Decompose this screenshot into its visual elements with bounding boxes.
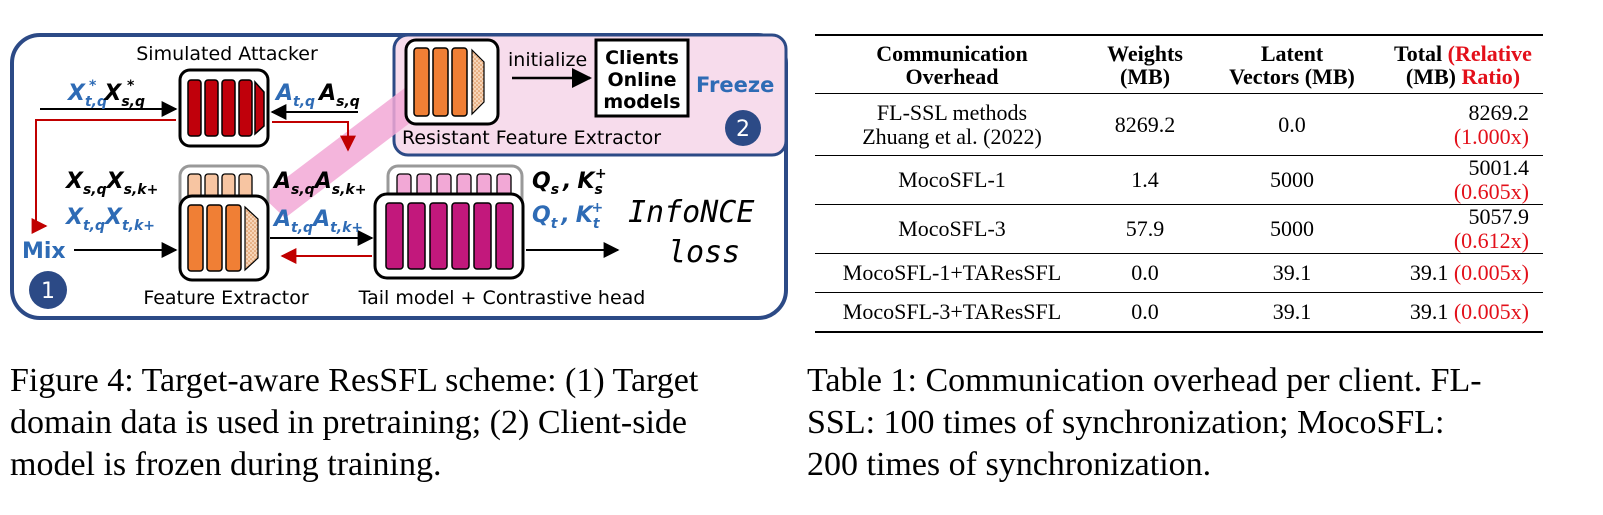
total-cell: 5057.9 (0.612x): [1383, 204, 1543, 254]
x-sq-sk-label: Xs,qXs,k+: [64, 169, 158, 198]
a-tq-tk-label: At,qAt,k+: [272, 207, 363, 236]
caption-line: Table 1: Communication overhead per clie…: [807, 362, 1482, 399]
a-sq-sk-label: As,qAs,k+: [272, 169, 366, 198]
weights-cell: 57.9: [1089, 204, 1201, 254]
clients-line-1: Clients: [605, 47, 679, 69]
q-t-k-label: Qt,Kt+: [532, 200, 603, 232]
method-cell: MocoSFL-3+TAResSFL: [815, 292, 1089, 333]
simulated-attacker-label: Simulated Attacker: [136, 43, 318, 65]
figure-caption: Figure 4: Target-aware ResSFL scheme: (1…: [10, 360, 795, 486]
method-cell: MocoSFL-1+TAResSFL: [815, 253, 1089, 293]
clients-online-box: [594, 38, 690, 118]
x-star-label: Xt,q*Xs,q*: [66, 78, 145, 110]
resistant-extractor-label: Resistant Feature Extractor: [402, 127, 661, 149]
weights-cell: 0.0: [1089, 292, 1201, 333]
table-row: MocoSFL-1+TAResSFL 0.0 39.1 39.1 (0.005x…: [815, 253, 1543, 293]
table-row: MocoSFL-1 1.4 5000 5001.4 (0.605x): [815, 155, 1543, 205]
latent-cell: 39.1: [1201, 292, 1383, 333]
method-cell: MocoSFL-1: [815, 155, 1089, 205]
loss-label: loss: [668, 235, 740, 270]
weights-cell: 1.4: [1089, 155, 1201, 205]
header-total: Total (Relative(MB) Ratio): [1394, 41, 1532, 89]
table-caption: Table 1: Communication overhead per clie…: [807, 360, 1597, 486]
freeze-label: Freeze: [696, 73, 774, 97]
mix-label: Mix: [22, 239, 66, 264]
caption-line: SSL: 100 times of synchronization; MocoS…: [807, 404, 1445, 441]
total-cell: 8269.2 (1.000x): [1383, 93, 1543, 156]
latent-cell: 5000: [1201, 204, 1383, 254]
feature-extractor-model: [178, 164, 270, 282]
total-cell: 5001.4 (0.605x): [1383, 155, 1543, 205]
total-cell: 39.1 (0.005x): [1383, 292, 1543, 333]
attacker-model: [178, 68, 270, 148]
infonce-label: InfoNCE: [628, 195, 754, 230]
total-cell: 39.1 (0.005x): [1383, 253, 1543, 293]
x-tq-tk-label: Xt,qXt,k+: [64, 205, 155, 234]
step-1-badge: [29, 271, 67, 309]
weights-cell: 8269.2: [1089, 93, 1201, 156]
step-2-badge: [725, 110, 761, 146]
step-2-number: 2: [736, 117, 750, 142]
table-row: MocoSFL-3 57.9 5000 5057.9 (0.612x): [815, 204, 1543, 254]
tail-model: [373, 164, 525, 280]
outer-frame: [10, 33, 788, 320]
latent-cell: 0.0: [1201, 93, 1383, 156]
caption-line: domain data is used in pretraining; (2) …: [10, 404, 688, 441]
step-1-number: 1: [41, 279, 55, 304]
weights-cell: 0.0: [1089, 253, 1201, 293]
clients-line-3: models: [603, 91, 680, 113]
mix-red-path: [31, 119, 176, 234]
clients-line-2: Online: [607, 69, 676, 91]
table-row: MocoSFL-3+TAResSFL 0.0 39.1 39.1 (0.005x…: [815, 292, 1543, 333]
tail-model-label: Tail model + Contrastive head: [358, 287, 646, 309]
header-weights: Weights(MB): [1107, 41, 1183, 89]
feature-extractor-label: Feature Extractor: [143, 287, 309, 309]
caption-line: model is frozen during training.: [10, 446, 442, 483]
figure-diagram: Simulated Attacker initialize Clients On…: [10, 33, 788, 320]
resistant-extractor-model: [404, 38, 500, 126]
latent-cell: 39.1: [1201, 253, 1383, 293]
initialize-label: initialize: [508, 49, 587, 71]
caption-line: Figure 4: Target-aware ResSFL scheme: (1…: [10, 362, 699, 399]
method-cell: MocoSFL-3: [815, 204, 1089, 254]
latent-cell: 5000: [1201, 155, 1383, 205]
attacker-red-return: [272, 121, 356, 152]
q-s-k-label: Qs,Ks+: [532, 166, 607, 198]
caption-line: 200 times of synchronization.: [807, 446, 1212, 483]
